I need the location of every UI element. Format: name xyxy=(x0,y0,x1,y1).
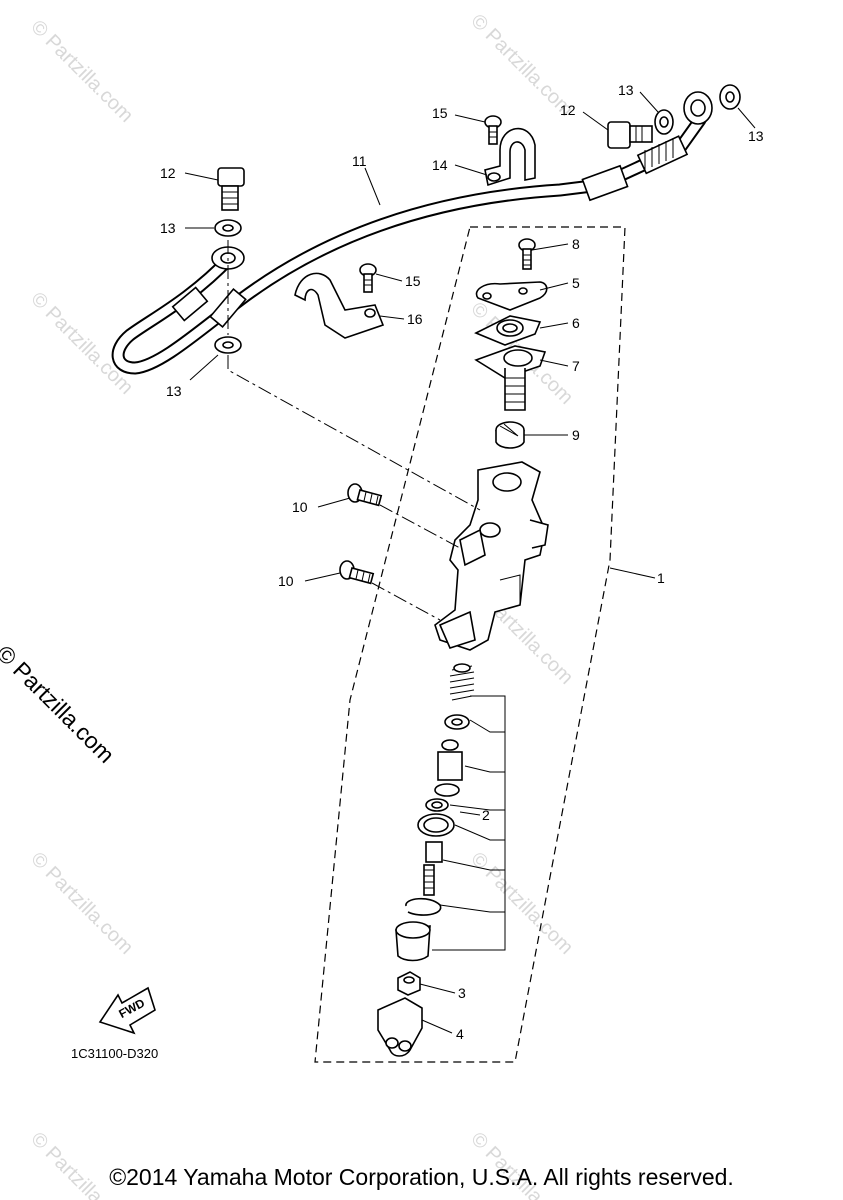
callout-1: 1 xyxy=(657,570,665,586)
union-bolt-right xyxy=(607,121,653,149)
callout-12-left: 12 xyxy=(160,165,176,181)
float-9 xyxy=(495,421,525,449)
svg-text:© Partzilla.com: © Partzilla.com xyxy=(26,848,137,959)
bolt-10-lower xyxy=(339,560,375,585)
washer-13-upper-left xyxy=(214,219,242,237)
diaphragm-7 xyxy=(474,345,547,411)
callout-7: 7 xyxy=(572,358,580,374)
callout-13-lower-left: 13 xyxy=(166,383,182,399)
bolt-10-upper xyxy=(347,483,383,507)
callout-4: 4 xyxy=(456,1026,464,1042)
callout-8: 8 xyxy=(572,236,580,252)
callout-2: 2 xyxy=(482,807,490,823)
callout-3: 3 xyxy=(458,985,466,1001)
screw-8 xyxy=(518,238,536,270)
callouts: 1 2 3 4 5 6 7 8 9 10 10 11 12 12 13 13 1… xyxy=(160,82,764,1042)
washer-13-lower-left xyxy=(214,336,242,354)
copyright-notice: ©2014 Yamaha Motor Corporation, U.S.A. A… xyxy=(109,1164,734,1190)
callout-12-right: 12 xyxy=(560,102,576,118)
cap-5 xyxy=(475,281,548,311)
diaphragm-plate-6 xyxy=(474,315,542,346)
bolt-10-lower-centerline xyxy=(371,582,441,621)
callout-14: 14 xyxy=(432,157,448,173)
diagram-code: 1C31100-D320 xyxy=(71,1046,159,1061)
callout-13-upper-left: 13 xyxy=(160,220,176,236)
hose-guide-16 xyxy=(294,272,385,339)
union-bolt-left xyxy=(217,167,245,211)
assembly-boundary xyxy=(314,226,626,1063)
svg-text:© Partzilla.com: © Partzilla.com xyxy=(466,848,577,959)
callout-6: 6 xyxy=(572,315,580,331)
callout-5: 5 xyxy=(572,275,580,291)
svg-text:© Partzilla.com: © Partzilla.com xyxy=(26,16,137,127)
clevis-4 xyxy=(377,997,423,1057)
callout-13-right: 13 xyxy=(748,128,764,144)
callout-10-lower: 10 xyxy=(278,573,294,589)
screw-15-top xyxy=(484,115,502,145)
callout-16: 16 xyxy=(407,311,423,327)
callout-15-top: 15 xyxy=(432,105,448,121)
piston-kit-2 xyxy=(395,663,506,962)
washer-13-top-a xyxy=(654,109,674,135)
washer-13-top-b xyxy=(719,84,741,110)
hose-holder-14 xyxy=(484,127,536,187)
callout-15-middle: 15 xyxy=(405,273,421,289)
callout-13-top: 13 xyxy=(618,82,634,98)
callout-9: 9 xyxy=(572,427,580,443)
callout-10-upper: 10 xyxy=(292,499,308,515)
bolt-10-upper-centerline xyxy=(379,504,461,549)
screw-15-middle xyxy=(359,263,377,293)
hose-centerline xyxy=(227,355,481,511)
master-cylinder-body xyxy=(434,461,549,651)
leader-lines xyxy=(184,91,756,1034)
nut-3 xyxy=(397,971,421,996)
fwd-arrow-icon: FWD xyxy=(98,986,156,1035)
brake-hose xyxy=(111,91,713,375)
callout-11: 11 xyxy=(352,153,367,169)
